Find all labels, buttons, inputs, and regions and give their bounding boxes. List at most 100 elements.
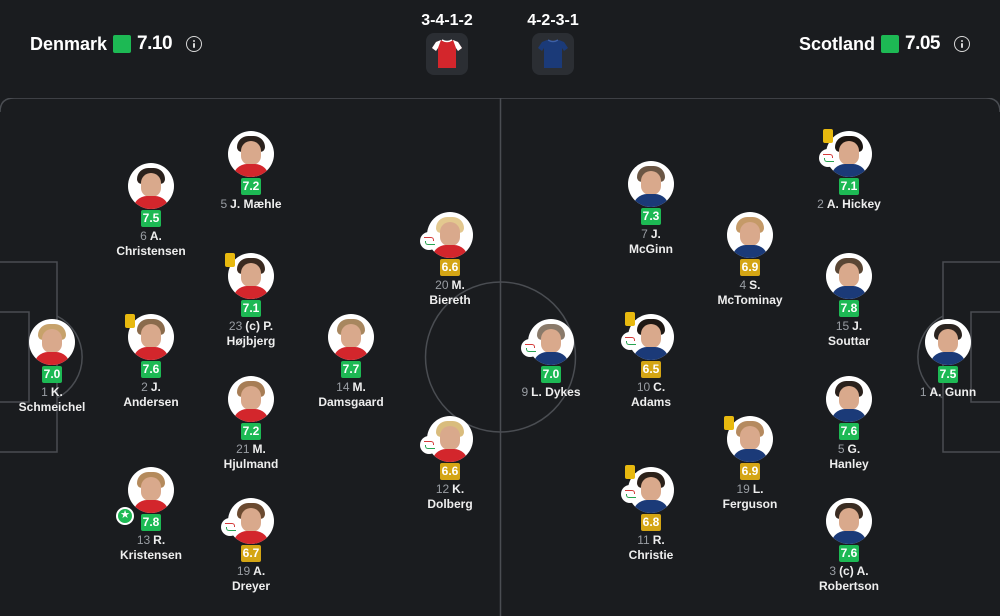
player-avatar[interactable] — [228, 253, 274, 299]
player-avatar[interactable] — [228, 131, 274, 177]
player-rating: 7.6 — [838, 423, 860, 440]
player-name-line2: Adams — [630, 395, 671, 409]
shirt-number: 4 — [739, 278, 747, 292]
player-avatar[interactable] — [727, 212, 773, 258]
player-rating: 6.6 — [439, 259, 461, 276]
player-rating: 7.5 — [937, 366, 959, 383]
player-avatar[interactable] — [628, 161, 674, 207]
home-rating-indicator — [113, 35, 132, 53]
player-avatar[interactable] — [128, 467, 174, 513]
away-team-rating: 7.05 — [905, 33, 940, 54]
player-rating-wrap: 6.6 — [390, 258, 510, 276]
player-name-line2: Hanley — [829, 457, 869, 471]
home-jersey-icon — [432, 39, 462, 68]
player-rating: 7.1 — [838, 178, 860, 195]
player-avatar[interactable] — [826, 498, 872, 544]
player-avatar[interactable] — [328, 314, 374, 360]
player-avatar[interactable] — [826, 253, 872, 299]
home-formation: 3-4-1-2 — [421, 12, 473, 29]
player-avatar[interactable] — [727, 416, 773, 462]
player-rating: 7.8 — [838, 300, 860, 317]
yellow-card-icon — [625, 312, 635, 326]
player-rating: 6.8 — [640, 514, 662, 531]
player-avatar[interactable] — [128, 163, 174, 209]
yellow-card-icon — [125, 314, 135, 328]
home-team-name[interactable]: Denmark — [30, 33, 108, 54]
player-avatar[interactable] — [427, 212, 473, 258]
player-name-line2: Dolberg — [427, 497, 473, 511]
home-kit — [426, 33, 468, 75]
player-avatar[interactable] — [128, 314, 174, 360]
player-name-line1: A. Gunn — [929, 385, 977, 399]
player-name-line1: A. — [253, 564, 266, 578]
player-name-line1: M. — [352, 380, 366, 394]
player-avatar[interactable] — [925, 319, 971, 365]
substitution-icon — [819, 149, 837, 167]
player-rating: 7.0 — [540, 366, 562, 383]
player-avatar[interactable] — [228, 376, 274, 422]
player-rating-wrap: 7.6 — [789, 544, 909, 562]
player-name-line1: J. — [150, 380, 161, 394]
player-avatar[interactable] — [826, 376, 872, 422]
player-name[interactable]: 3(c) A. — [789, 564, 909, 579]
player-rating: 7.5 — [140, 210, 162, 227]
player-name-line2: Hjulmand — [223, 457, 279, 471]
player-name-line2: Robertson — [819, 579, 879, 593]
info-icon[interactable] — [186, 36, 203, 52]
home-team-rating: 7.10 — [137, 33, 173, 54]
info-icon[interactable] — [954, 36, 970, 52]
player-rating: 7.6 — [838, 545, 860, 562]
away-team-name[interactable]: Scotland — [799, 33, 876, 54]
star-icon — [116, 507, 134, 525]
shirt-number: 7 — [641, 227, 648, 241]
shirt-number: 23 — [228, 319, 243, 333]
player-robertson[interactable]: 7.6 3(c) A.Robertson — [789, 498, 909, 594]
away-team-summary: Scotland 7.05 — [799, 32, 970, 56]
player-avatar[interactable] — [29, 319, 75, 365]
player-name[interactable]: 23(c) P. — [191, 319, 311, 334]
player-rating: 6.7 — [240, 545, 262, 562]
player-rating-wrap: 6.7 — [191, 544, 311, 562]
